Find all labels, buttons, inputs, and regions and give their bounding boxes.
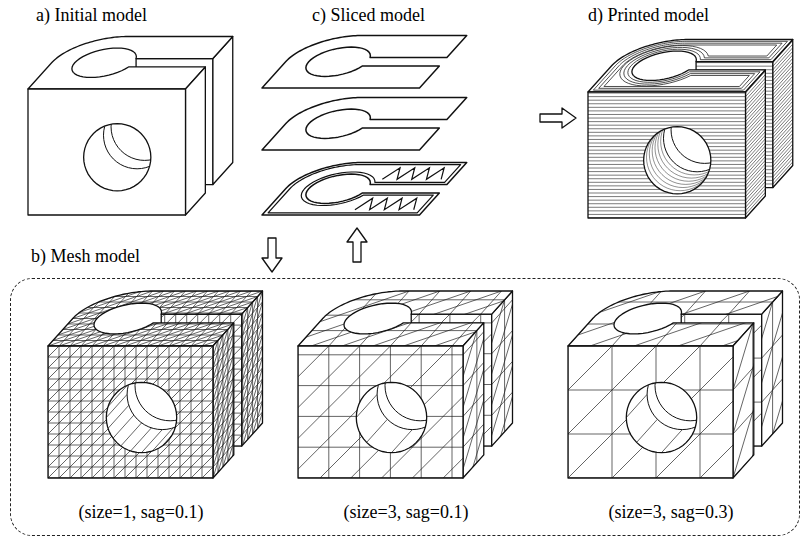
mesh-caption: (size=3, sag=0.3) [609,501,734,523]
back-end-face-edge [242,291,263,446]
bore-edge [671,96,738,163]
bore-edge [156,327,226,397]
bore-edge [676,327,746,397]
bore-edge [647,359,717,429]
front-end-face-edge [186,67,206,215]
front-end-face-edge [746,70,766,218]
mesh-lines [458,291,812,346]
printed-model [588,40,793,219]
mesh-lines [0,346,345,478]
front-end-face-edge [213,323,234,478]
up-arrow [347,228,367,262]
panel-label: b) Mesh model [31,245,140,267]
front-face-fill [568,346,733,478]
layer-lines [746,41,793,218]
front-end-face-edge [463,323,484,478]
panel-label: c) Sliced model [312,4,425,26]
bore-layer [658,111,725,178]
down-arrow [262,238,282,272]
front-end-face-edge [733,323,754,478]
front-face-edge [48,346,213,478]
bore-mesh [626,359,717,453]
mesh-model-medium [166,238,604,541]
layer-lines [746,41,793,218]
panel-label: d) Printed model [588,4,709,26]
mesh-lines [436,346,812,478]
bore-edge [356,382,426,452]
bore-edge [106,382,176,452]
bore-edge [626,382,696,452]
mesh-lines [166,346,575,478]
bore-edge [84,124,151,191]
bore-edge [406,327,476,397]
mesh-model-coarse [436,236,812,541]
front-face-fill [28,89,186,215]
slice-layer [262,163,467,216]
back-end-face-edge [492,291,513,446]
slice-contour [268,165,461,213]
slice-contour [262,163,467,216]
slice-contour [262,36,467,89]
mesh-caption: (size=3, sag=0.1) [344,501,469,523]
front-face-edge [28,89,186,215]
infill-path [355,198,417,210]
bore-edge [385,350,455,420]
bore-edge [655,350,725,420]
bore-edge [644,127,711,194]
mesh-caption: (size=1, sag=0.1) [79,501,204,523]
back-end-face-fill [213,37,233,185]
front-end-face-fill [463,323,484,478]
front-face-edge [298,346,463,478]
bore-edge [131,71,198,138]
bore-fill [356,382,426,452]
dashed-panel: b) Mesh model(size=1, sag=0.1)(size=3, s… [10,278,800,536]
back-end-face-edge [762,291,783,446]
infill-path [382,168,444,180]
bore-mesh [106,359,197,453]
bore-fill [84,124,151,191]
initial-model [28,37,233,216]
panel-label: a) Initial model [36,4,147,26]
perimeter-path [604,45,777,86]
slice-contour [262,98,467,151]
front-face-edge [588,92,746,218]
mesh-lines [188,291,594,346]
bore-edge [663,105,730,172]
front-face-fill [588,92,746,218]
bore-edge [111,93,178,160]
bore-layer [661,108,728,175]
bore-fill [106,382,176,452]
bore-edge [135,350,205,420]
layer-lines [588,93,746,218]
back-end-face-edge [773,40,793,188]
front-face-edge [568,346,733,478]
front-face-fill [298,346,463,478]
slice-layer [262,36,467,89]
bore-mesh [356,359,447,453]
right-arrow [540,108,576,128]
slice-layer [262,98,467,151]
bore-fill [626,382,696,452]
bore-edge [103,102,170,169]
bore-edge [377,359,447,429]
back-end-face-edge [213,37,233,185]
front-end-face-fill [186,67,206,215]
bore-edge [691,74,758,141]
bore-edge [127,359,197,429]
